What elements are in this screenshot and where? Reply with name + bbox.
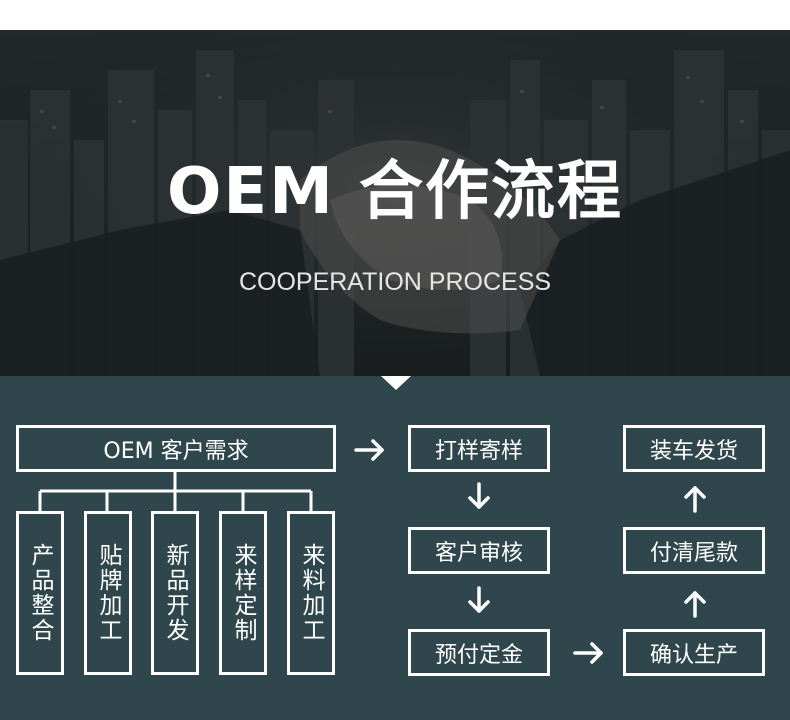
step-label: 确认生产 — [649, 642, 738, 668]
arrow-right-icon — [354, 439, 384, 461]
arrow-up-icon — [684, 486, 706, 513]
option-box-material-processing: 来料加工 — [287, 511, 335, 675]
option-box-new-product-development: 新品开发 — [151, 511, 199, 675]
step-sampling-box: 打样寄样 — [408, 425, 550, 472]
step-label: 付清尾款 — [649, 540, 738, 566]
option-label: 贴牌加工 — [95, 543, 121, 643]
option-label: 新品开发 — [162, 543, 188, 643]
step-customer-review-box: 客户审核 — [408, 527, 550, 574]
step-label: 装车发货 — [649, 438, 738, 464]
customer-needs-box: OEM 客户需求 — [16, 425, 336, 472]
option-label: 来料加工 — [298, 543, 324, 643]
page-subtitle: COOPERATION PROCESS — [238, 268, 552, 296]
option-box-sample-customization: 来样定制 — [219, 511, 267, 675]
step-shipping-box: 装车发货 — [623, 425, 765, 472]
option-box-oem-processing: 贴牌加工 — [84, 511, 132, 675]
option-label: 来样定制 — [230, 543, 256, 643]
step-deposit-box: 预付定金 — [408, 629, 550, 676]
hero-banner: OEM 合作流程 COOPERATION PROCESS — [0, 30, 790, 376]
flow-connectors — [38, 439, 706, 664]
city-handshake-background — [0, 30, 790, 376]
page-title: OEM 合作流程 — [166, 155, 624, 229]
step-label: 打样寄样 — [434, 438, 523, 464]
arrow-right-icon — [573, 642, 603, 664]
customer-needs-label: OEM 客户需求 — [103, 438, 249, 464]
step-final-payment-box: 付清尾款 — [623, 527, 765, 574]
option-box-product-integration: 产品整合 — [16, 511, 64, 675]
step-label: 预付定金 — [434, 642, 523, 668]
section-pointer-triangle — [381, 376, 411, 390]
step-confirm-production-box: 确认生产 — [623, 629, 765, 676]
arrow-down-icon — [468, 482, 490, 509]
arrow-up-icon — [684, 591, 706, 618]
top-white-strip — [0, 0, 790, 30]
arrow-down-icon — [468, 586, 490, 613]
step-label: 客户审核 — [434, 540, 523, 566]
option-label: 产品整合 — [27, 543, 53, 643]
